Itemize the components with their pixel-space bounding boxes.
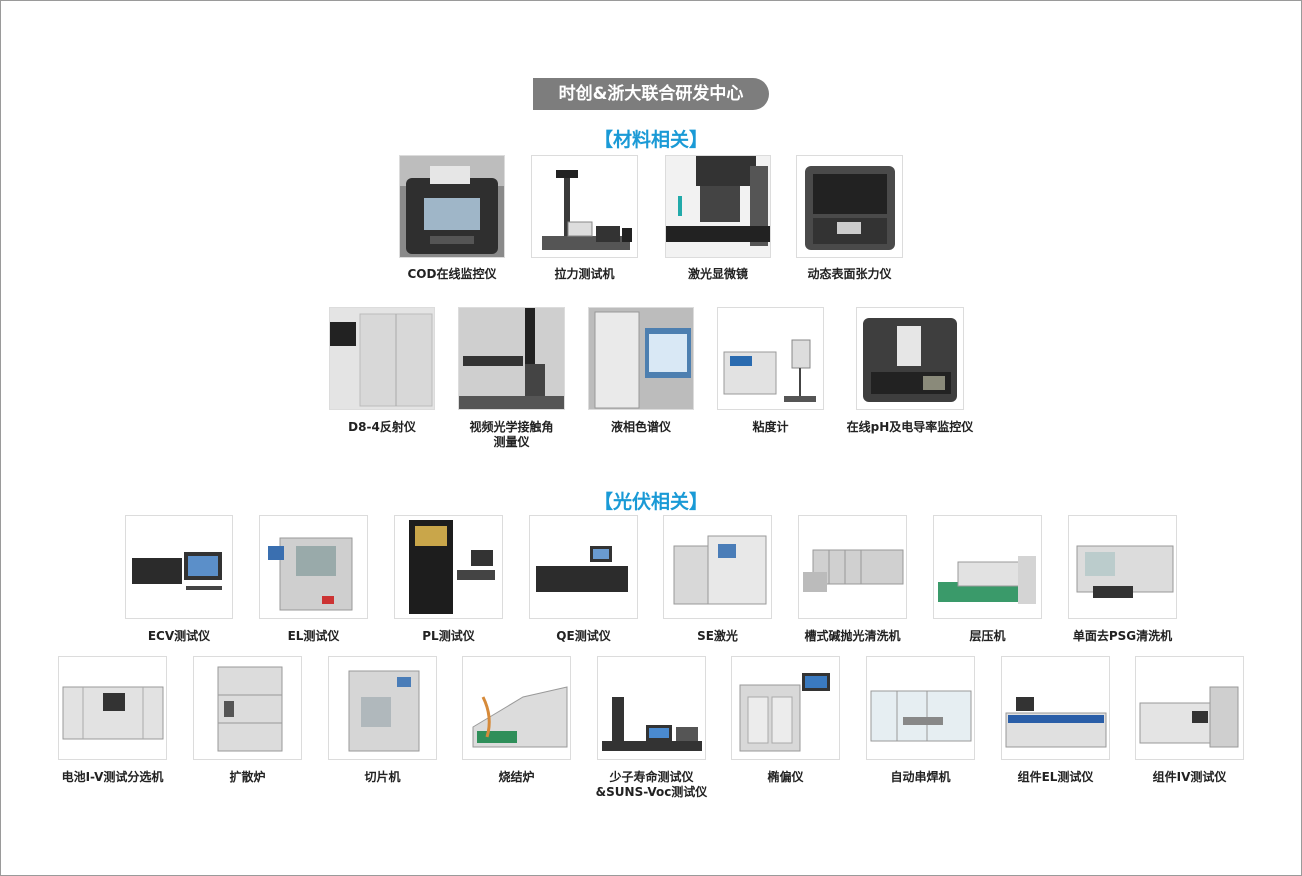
equipment-label: 单面去PSG清洗机 <box>1072 629 1173 643</box>
equipment-label: 粘度计 <box>752 420 789 434</box>
equipment-photo <box>531 155 638 258</box>
equipment-photo <box>798 515 907 619</box>
equipment-photo <box>125 515 233 619</box>
equipment-label: 电池I-V测试分选机 <box>61 770 164 784</box>
equipment-label: 切片机 <box>364 770 401 784</box>
equipment-photo <box>328 656 437 760</box>
equipment-photo <box>259 515 368 619</box>
equipment-label: 在线pH及电导率监控仪 <box>846 420 974 434</box>
equipment-label: 槽式碱抛光清洗机 <box>804 629 901 643</box>
equipment-photo <box>933 515 1042 619</box>
equipment-photo <box>329 307 435 410</box>
equipment-photo <box>1068 515 1177 619</box>
equipment-label: 层压机 <box>969 629 1006 643</box>
equipment-label: 组件EL测试仪 <box>1017 770 1094 784</box>
equipment-photo <box>399 155 505 258</box>
equipment-photo <box>58 656 167 760</box>
equipment-photo <box>458 307 565 410</box>
equipment-photo <box>462 656 571 760</box>
equipment-label: 烧结炉 <box>498 770 535 784</box>
equipment-label: 自动串焊机 <box>890 770 951 784</box>
equipment-label-line2: 测量仪 <box>493 435 530 449</box>
equipment-label: D8-4反射仪 <box>348 420 416 434</box>
equipment-photo <box>665 155 771 258</box>
equipment-label: 拉力测试机 <box>554 267 615 281</box>
equipment-photo <box>193 656 302 760</box>
equipment-label: QE测试仪 <box>556 629 611 643</box>
equipment-label: 组件IV测试仪 <box>1152 770 1227 784</box>
equipment-photo <box>663 515 772 619</box>
equipment-photo <box>588 307 694 410</box>
equipment-label: 少子寿命测试仪 <box>609 770 694 784</box>
equipment-label: 椭偏仪 <box>767 770 804 784</box>
equipment-label: COD在线监控仪 <box>407 267 497 281</box>
equipment-label: SE激光 <box>697 629 738 643</box>
equipment-photo <box>597 656 706 760</box>
equipment-photo <box>529 515 638 619</box>
equipment-label: EL测试仪 <box>287 629 340 643</box>
equipment-label-line2: &SUNS-Voc测试仪 <box>595 785 708 799</box>
equipment-photo <box>856 307 964 410</box>
equipment-photo <box>1135 656 1244 760</box>
equipment-label: 动态表面张力仪 <box>807 267 892 281</box>
section-title-materials: 【材料相关】 <box>594 129 709 151</box>
equipment-label: 扩散炉 <box>229 770 266 784</box>
equipment-label: PL测试仪 <box>422 629 475 643</box>
equipment-label: 视频光学接触角 <box>469 420 554 434</box>
equipment-photo <box>717 307 824 410</box>
equipment-photo <box>1001 656 1110 760</box>
page-title: 时创&浙大联合研发中心 <box>533 78 769 110</box>
section-title-pv: 【光伏相关】 <box>594 491 709 513</box>
equipment-label: 液相色谱仪 <box>610 420 671 434</box>
equipment-photo <box>731 656 840 760</box>
equipment-label: 激光显微镜 <box>687 267 748 281</box>
equipment-photo <box>866 656 975 760</box>
equipment-photo <box>394 515 503 619</box>
equipment-photo <box>796 155 903 258</box>
equipment-label: ECV测试仪 <box>147 629 211 643</box>
